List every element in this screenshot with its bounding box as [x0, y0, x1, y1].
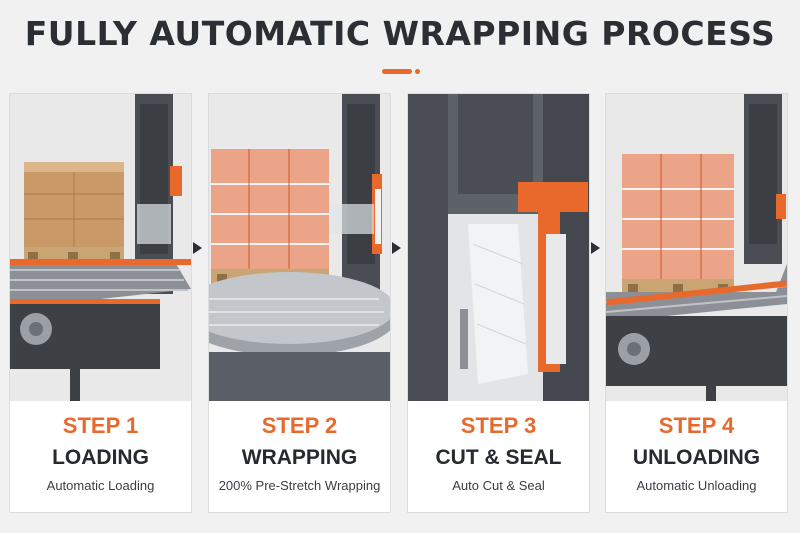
step-number: STEP 2 [261, 413, 338, 438]
step-name: WRAPPING [241, 446, 358, 469]
step-number: STEP 4 [658, 413, 735, 438]
step-number: STEP 3 [460, 413, 537, 438]
arrow-right-icon [193, 242, 202, 254]
pallet-unloading-icon [606, 94, 787, 401]
step-card-loading: STEP 1 LOADING Automatic Loading [9, 93, 192, 513]
turntable-wrapping-icon [209, 94, 390, 401]
film-cutter-icon [408, 94, 589, 401]
step-description: Auto Cut & Seal [452, 478, 545, 493]
pallet-loading-icon [10, 94, 191, 401]
step-description: Automatic Unloading [636, 478, 757, 493]
step-number: STEP 1 [62, 413, 139, 438]
step-card-unloading: STEP 4 UNLOADING Automatic Unloading [605, 93, 788, 513]
step-description: Automatic Loading [46, 478, 155, 493]
arrow-right-icon [591, 242, 600, 254]
step-name: UNLOADING [632, 446, 761, 469]
step-name: LOADING [52, 446, 149, 469]
step-card-cut-seal: STEP 3 CUT & SEAL Auto Cut & Seal [407, 93, 590, 513]
title-accent-bar [382, 69, 412, 74]
page-title: FULLY AUTOMATIC WRAPPING PROCESS [24, 14, 776, 53]
arrow-right-icon [392, 242, 401, 254]
title-accent-dot [415, 69, 420, 74]
step-name: CUT & SEAL [435, 446, 562, 469]
step-description: 200% Pre-Stretch Wrapping [218, 478, 381, 493]
step-card-wrapping: STEP 2 WRAPPING 200% Pre-Stretch Wrappin… [208, 93, 391, 513]
